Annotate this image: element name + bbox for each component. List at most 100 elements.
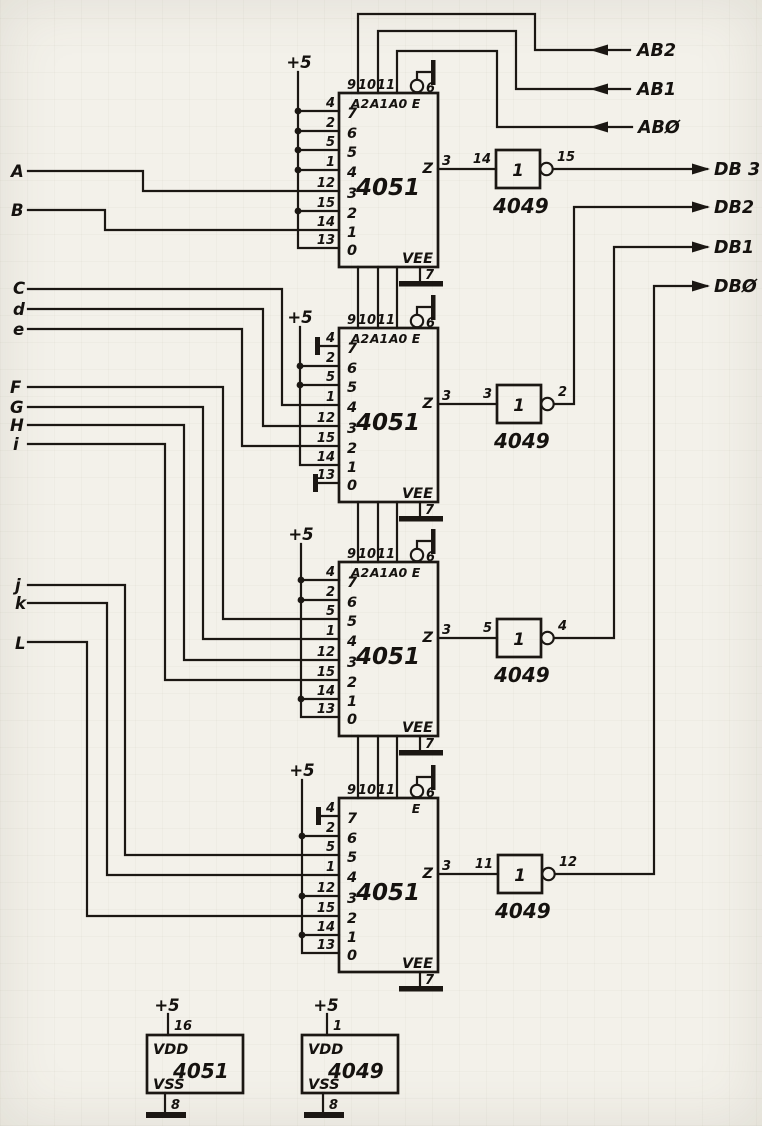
channel-number: 1	[347, 225, 357, 241]
wire-input-k	[26, 601, 341, 877]
channel-number: 0	[347, 712, 357, 728]
wire-db2	[551, 205, 709, 406]
junction-dot	[297, 596, 305, 604]
channel-pin-label: 14	[317, 215, 335, 230]
junction-dot	[298, 892, 306, 900]
address-label-ab0: ABØ	[636, 118, 681, 138]
input-label-h: H	[10, 416, 24, 435]
arrowhead-ab1	[590, 83, 608, 95]
z-pin-label: 3	[442, 389, 451, 404]
inverter-gate-1: 1 14 15 4049	[473, 148, 575, 218]
select-pin-label: 11	[377, 783, 395, 798]
power-box-4049: +5 1 VDD 4049 VSS 8	[300, 996, 400, 1118]
mux-chip-1: 9 10 11 6 A2 A1 A0 E 7 6 5 4 3 2 1 0 4 2…	[317, 60, 451, 287]
channel-number: 7	[347, 811, 358, 827]
wire-input-h	[26, 423, 341, 662]
arrowhead-ab0	[590, 121, 608, 133]
ground-bar	[399, 750, 443, 756]
data-label-db1: DB1	[714, 238, 754, 258]
channel-number: 5	[347, 380, 357, 396]
gate-in-pin: 3	[483, 387, 492, 402]
enable-bubble	[409, 783, 425, 799]
channel-number: 3	[347, 891, 357, 907]
wire-db0	[552, 284, 709, 876]
channel-number: 3	[347, 655, 357, 671]
enable-pin-label: 6	[426, 786, 435, 801]
supply-rail-1	[296, 70, 341, 250]
z-label: Z	[421, 630, 433, 646]
input-label-e: e	[13, 320, 24, 339]
wire-input-c	[26, 287, 341, 407]
channel-pin-label: 15	[317, 901, 335, 916]
channel-number: 0	[347, 948, 357, 964]
mux-body	[337, 326, 440, 504]
input-label-g: G	[10, 398, 24, 417]
address-label-ab1: AB1	[635, 80, 676, 100]
enable-pin-label: 6	[426, 81, 435, 96]
input-label-f: F	[10, 378, 22, 397]
wire-input-j	[26, 583, 341, 857]
supply-rail-2	[298, 325, 341, 467]
enable-bubble	[409, 547, 425, 563]
enable-label: E	[412, 331, 421, 346]
select-pin-label: 11	[377, 547, 395, 562]
enable-pin-label: 6	[426, 550, 435, 565]
z-label: Z	[421, 161, 433, 177]
power-body	[300, 1033, 400, 1095]
wire-input-f	[26, 385, 341, 621]
inverter-gate-4: 1 11 12 4049	[475, 853, 577, 923]
ground-bar	[313, 474, 318, 492]
ground-bar	[304, 1112, 344, 1118]
part-label: 4051	[355, 175, 420, 201]
supply-rail-3	[299, 542, 341, 719]
channel-number: 4	[346, 870, 357, 886]
ground-bar	[146, 1112, 186, 1118]
channel-pin-label: 5	[326, 604, 335, 619]
channel-pin-label: 14	[317, 684, 335, 699]
channel-number: 6	[347, 831, 357, 847]
enable-bubble	[409, 313, 425, 329]
vdd-label: VDD	[153, 1042, 188, 1058]
arrowhead-db1	[692, 241, 710, 253]
select-pin-label: 10	[358, 78, 376, 93]
gate-number: 1	[514, 866, 525, 885]
vss-label: VSS	[153, 1077, 185, 1093]
input-label-b: B	[11, 201, 24, 220]
vdd-label: VDD	[308, 1042, 343, 1058]
channel-pin-label: 4	[325, 96, 335, 111]
wire-ab1	[376, 29, 632, 95]
wire-input-i	[26, 442, 341, 682]
channel-number: 7	[347, 575, 358, 591]
channel-pin-label: 2	[326, 821, 335, 836]
select-pin-label: 10	[358, 547, 376, 562]
select-pin-label: 9	[347, 783, 356, 798]
vdd-pin-label: 1	[333, 1019, 342, 1034]
channel-number: 7	[347, 106, 358, 122]
gate-part-label: 4049	[493, 663, 550, 687]
z-pin-label: 3	[442, 859, 451, 874]
channel-number: 6	[347, 361, 357, 377]
input-label-c: C	[13, 279, 25, 298]
junction-dot	[298, 832, 306, 840]
mux-body	[337, 91, 440, 269]
channel-number: 4	[346, 400, 357, 416]
data-label-db3: DB 3	[714, 160, 760, 180]
junction-dot	[296, 381, 304, 389]
mux-body	[337, 796, 440, 974]
ground-bar	[315, 337, 320, 355]
vdd-pin-label: 16	[174, 1019, 192, 1034]
wire-input-a	[26, 169, 341, 193]
part-label: 4051	[172, 1059, 229, 1083]
z-pin-label: 3	[442, 623, 451, 638]
channel-number: 1	[347, 694, 357, 710]
supply-label: +5	[154, 996, 179, 1015]
channel-pin-label: 15	[317, 196, 335, 211]
supply-label: +5	[287, 308, 312, 327]
vee-pin-label: 7	[425, 737, 435, 752]
channel-number: 0	[347, 478, 357, 494]
enable-label: E	[412, 565, 421, 580]
enable-ground-wire	[415, 305, 433, 316]
vss-label: VSS	[308, 1077, 340, 1093]
channel-pin-label: 14	[317, 450, 335, 465]
gate-part-label: 4049	[494, 899, 551, 923]
